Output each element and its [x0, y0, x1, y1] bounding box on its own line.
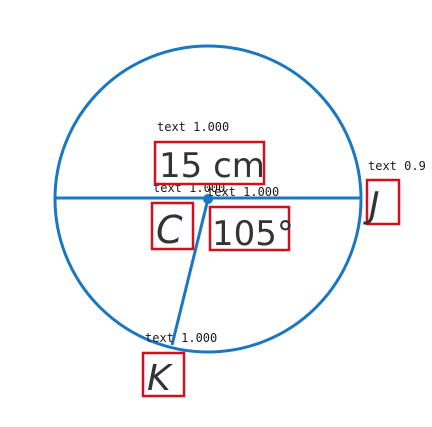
annotation-angle: text 1.000 — [207, 185, 279, 199]
point-k-label: K — [147, 358, 173, 399]
annotation-point-j: text 0.9 — [368, 159, 426, 173]
annotation-length: text 1.000 — [157, 120, 229, 134]
point-j-label: J — [363, 185, 380, 226]
center-dot — [203, 194, 213, 204]
point-k-box — [141, 351, 186, 398]
length-label: 15 cm — [159, 146, 265, 186]
angle-label: 105° — [212, 214, 294, 254]
point-j-box — [365, 178, 401, 226]
center-box — [150, 201, 195, 251]
center-label: C — [156, 208, 183, 252]
angle-box — [208, 205, 291, 252]
annotation-point-k: text 1.000 — [145, 331, 217, 345]
radius-to-k — [170, 198, 210, 346]
length-box — [153, 140, 266, 186]
